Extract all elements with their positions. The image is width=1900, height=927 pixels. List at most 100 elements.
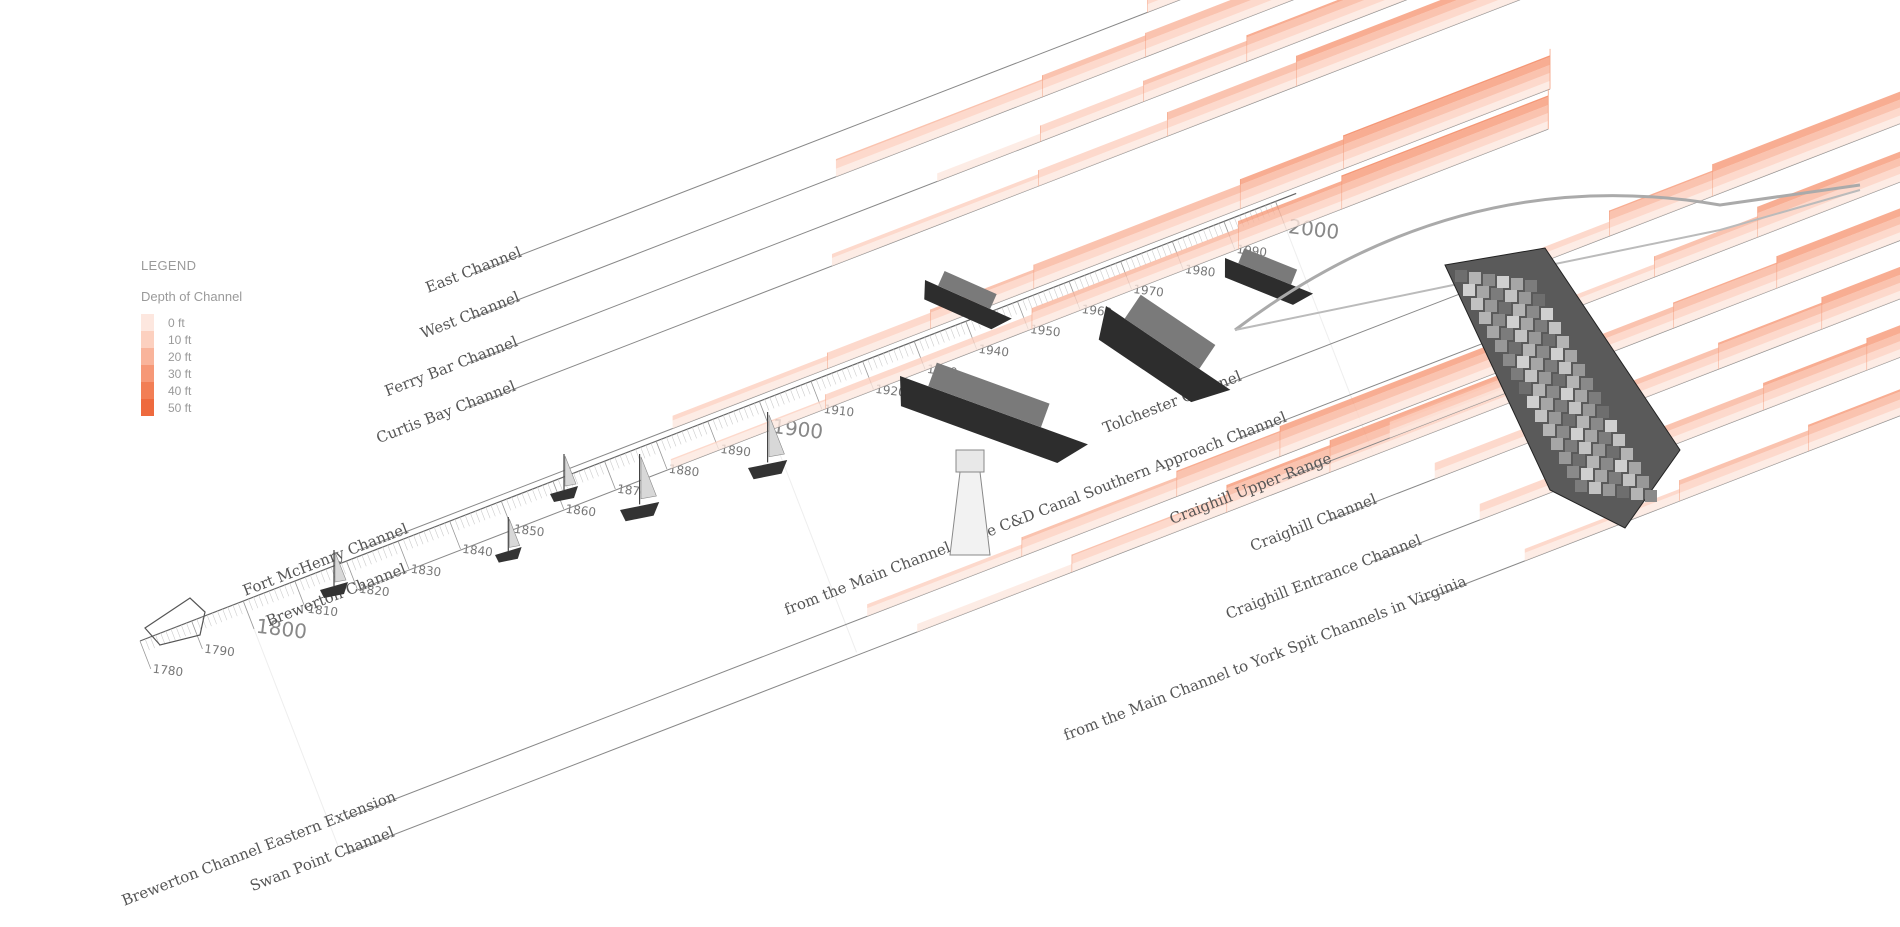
container-block <box>1573 364 1585 376</box>
channel-depth-segment <box>1341 97 1549 185</box>
brig-1860-icon-hull <box>620 502 660 522</box>
container-block <box>1551 438 1563 450</box>
channel-depth-segment <box>1821 274 1900 314</box>
container-block <box>1515 330 1527 342</box>
axis-minor-tick <box>470 513 475 525</box>
legend-item: 20 ft <box>141 348 242 365</box>
channel-depth-segment <box>1238 184 1342 233</box>
container-block <box>1511 368 1523 380</box>
axis-minor-tick <box>872 357 878 369</box>
axis-minor-tick <box>392 542 398 555</box>
channel-depth-segment <box>1042 35 1146 76</box>
axis-minor-tick <box>361 554 367 567</box>
legend-item: 50 ft <box>141 399 242 416</box>
channel-depth-segment <box>1246 0 1406 62</box>
axis-minor-tick <box>1006 305 1012 317</box>
container-block <box>1531 358 1543 370</box>
axis-minor-tick <box>1115 263 1121 275</box>
container-block <box>1507 316 1519 328</box>
axis-minor-tick <box>939 331 945 343</box>
channel-depth-segment <box>1679 435 1809 493</box>
container-block <box>1519 292 1531 304</box>
channel-depth-segment <box>1821 282 1900 322</box>
axis-minor-tick <box>831 373 837 385</box>
brig-1860-icon-sail <box>640 456 657 500</box>
channel-depth-segment <box>1176 448 1281 497</box>
container-block <box>1533 384 1545 396</box>
axis-minor-tick <box>1192 233 1198 245</box>
schooner-1850-icon <box>550 454 578 502</box>
container-block <box>1525 280 1537 292</box>
channel-depth-segment <box>1246 0 1386 54</box>
axis-minor-tick <box>511 497 517 509</box>
axis-minor-tick <box>738 409 744 421</box>
axis-minor-tick <box>877 355 883 367</box>
axis-tick-label: 1810 <box>307 602 339 620</box>
coaster-1930-icon <box>924 270 1012 330</box>
container-block <box>1645 490 1657 502</box>
channel-baseline <box>1237 181 1900 439</box>
channel-depth-segment <box>1226 456 1331 505</box>
channel-depth-segment <box>1147 0 1180 13</box>
channel-depth-segment <box>1673 272 1777 321</box>
channel-depth-segment <box>1296 0 1458 63</box>
legend-item-label: 40 ft <box>168 383 192 398</box>
container-block <box>1581 468 1593 480</box>
axis-minor-tick <box>371 550 377 563</box>
axis-minor-tick <box>903 345 909 357</box>
channel-depth-segment <box>1712 107 1900 189</box>
channel-depth-segment <box>1776 216 1900 273</box>
axis-minor-tick <box>1177 239 1183 251</box>
axis-minor-tick <box>258 594 264 607</box>
reference-line <box>242 600 341 853</box>
channel-depth-segment <box>827 312 931 361</box>
legend-item-label: 20 ft <box>168 349 192 364</box>
axis-minor-tick <box>402 538 408 551</box>
axis-minor-tick <box>743 407 749 419</box>
channel-depth-segment <box>1147 0 1159 5</box>
container-block <box>1553 374 1565 386</box>
container-block <box>1501 328 1513 340</box>
channel-depth-segment <box>1280 340 1539 449</box>
axis-minor-tick <box>196 618 202 631</box>
channel-depth-segment <box>1866 349 1900 371</box>
container-block <box>1549 322 1561 334</box>
axis-minor-tick <box>1208 227 1214 239</box>
channel-depth-segment <box>835 79 1043 161</box>
axis-minor-tick <box>1202 229 1208 241</box>
axis-minor-tick <box>310 574 315 587</box>
container-block <box>1549 412 1561 424</box>
axis-minor-tick <box>1099 269 1105 281</box>
lighthouse-lantern <box>955 449 985 473</box>
container-block <box>1613 434 1625 446</box>
axis-minor-tick <box>784 391 790 403</box>
axis-minor-tick <box>666 437 672 449</box>
container-block <box>1569 402 1581 414</box>
container-block <box>1621 448 1633 460</box>
axis-minor-tick <box>279 586 284 599</box>
axis-minor-tick <box>697 425 703 437</box>
axis-tick <box>242 600 255 630</box>
axis-minor-tick <box>702 423 708 435</box>
channel-depth-segment <box>1679 430 1809 485</box>
schooner-1840-icon <box>495 517 522 563</box>
axis-tick <box>604 461 616 490</box>
axis-minor-tick <box>857 363 863 375</box>
channel-depth-segment <box>1808 391 1900 436</box>
container-block <box>1493 314 1505 326</box>
container-ship-1950-icon-deck <box>1124 294 1216 369</box>
axis-minor-tick <box>898 347 904 359</box>
axis-minor-tick <box>640 447 646 459</box>
container-block <box>1637 476 1649 488</box>
axis-minor-tick <box>531 489 537 501</box>
channel-depth-segment <box>1712 91 1900 173</box>
axis-minor-tick <box>341 562 346 575</box>
axis-minor-tick <box>413 534 419 547</box>
axis-minor-tick <box>160 632 166 645</box>
container-block <box>1577 416 1589 428</box>
axis-tick <box>139 640 152 670</box>
channel-depth-segment <box>1712 115 1900 197</box>
channel-depth-segment <box>1240 160 1344 209</box>
channel-depth-segment <box>867 544 1023 609</box>
